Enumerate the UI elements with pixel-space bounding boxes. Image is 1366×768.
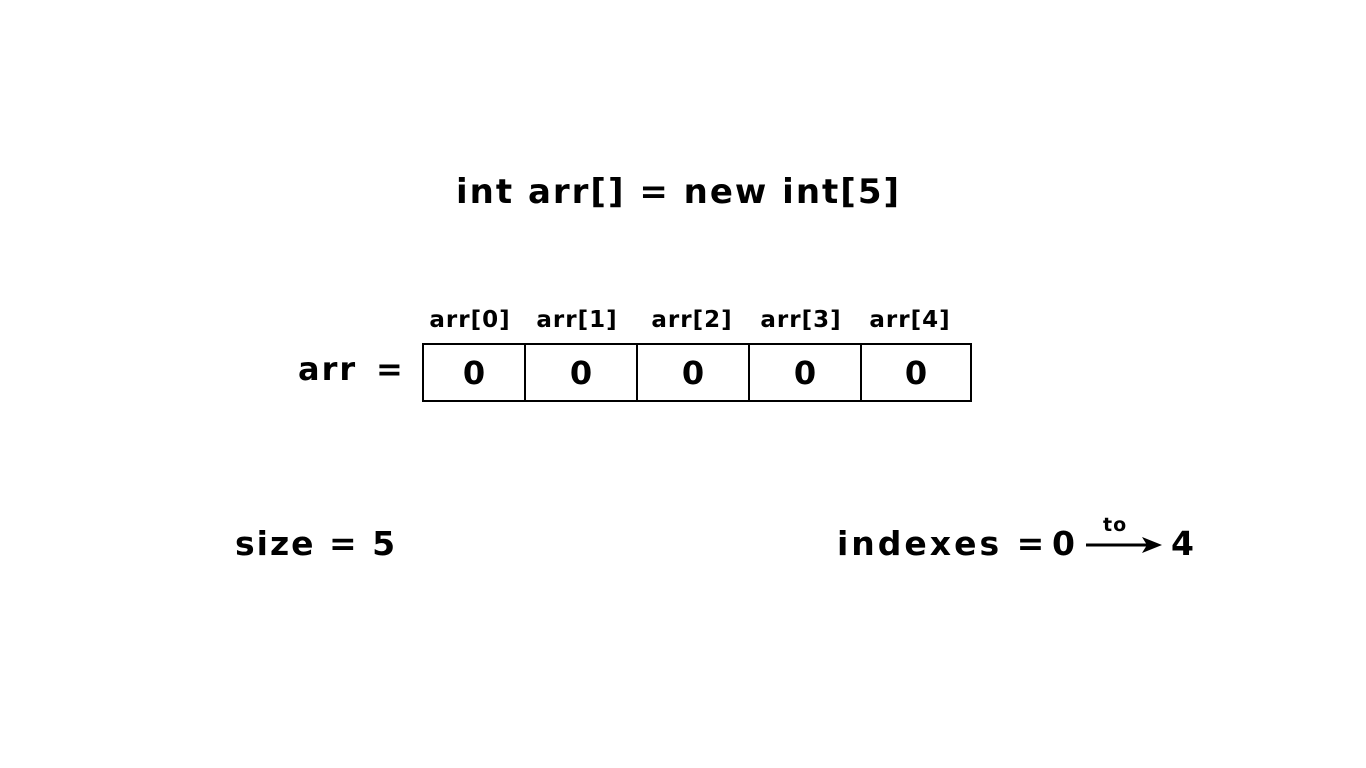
index-label-0: arr[0] bbox=[429, 307, 511, 333]
index-start: 0 bbox=[1052, 524, 1075, 563]
array-cell-1: 0 bbox=[524, 345, 636, 400]
size-text: size = 5 bbox=[235, 524, 398, 563]
to-label: to bbox=[1103, 514, 1128, 536]
array-box: 0 0 0 0 0 bbox=[422, 343, 972, 402]
array-cell-2: 0 bbox=[636, 345, 748, 400]
array-cell-3: 0 bbox=[748, 345, 860, 400]
index-label-4: arr[4] bbox=[869, 307, 951, 333]
array-cell-0: 0 bbox=[462, 353, 486, 392]
array-name: arr bbox=[298, 350, 358, 388]
index-end: 4 bbox=[1171, 524, 1194, 563]
index-label-2: arr[2] bbox=[651, 307, 733, 333]
array-equals-sign: = bbox=[376, 350, 403, 388]
array-cell-4: 0 bbox=[860, 345, 970, 400]
index-labels-row: arr[0] arr[1] arr[2] arr[3] arr[4] bbox=[422, 307, 970, 337]
array-declaration: int arr[] = new int[5] bbox=[456, 172, 902, 212]
indexes-label: indexes = bbox=[837, 524, 1048, 563]
index-label-3: arr[3] bbox=[760, 307, 842, 333]
right-arrow-icon bbox=[1086, 537, 1162, 553]
index-label-1: arr[1] bbox=[536, 307, 618, 333]
